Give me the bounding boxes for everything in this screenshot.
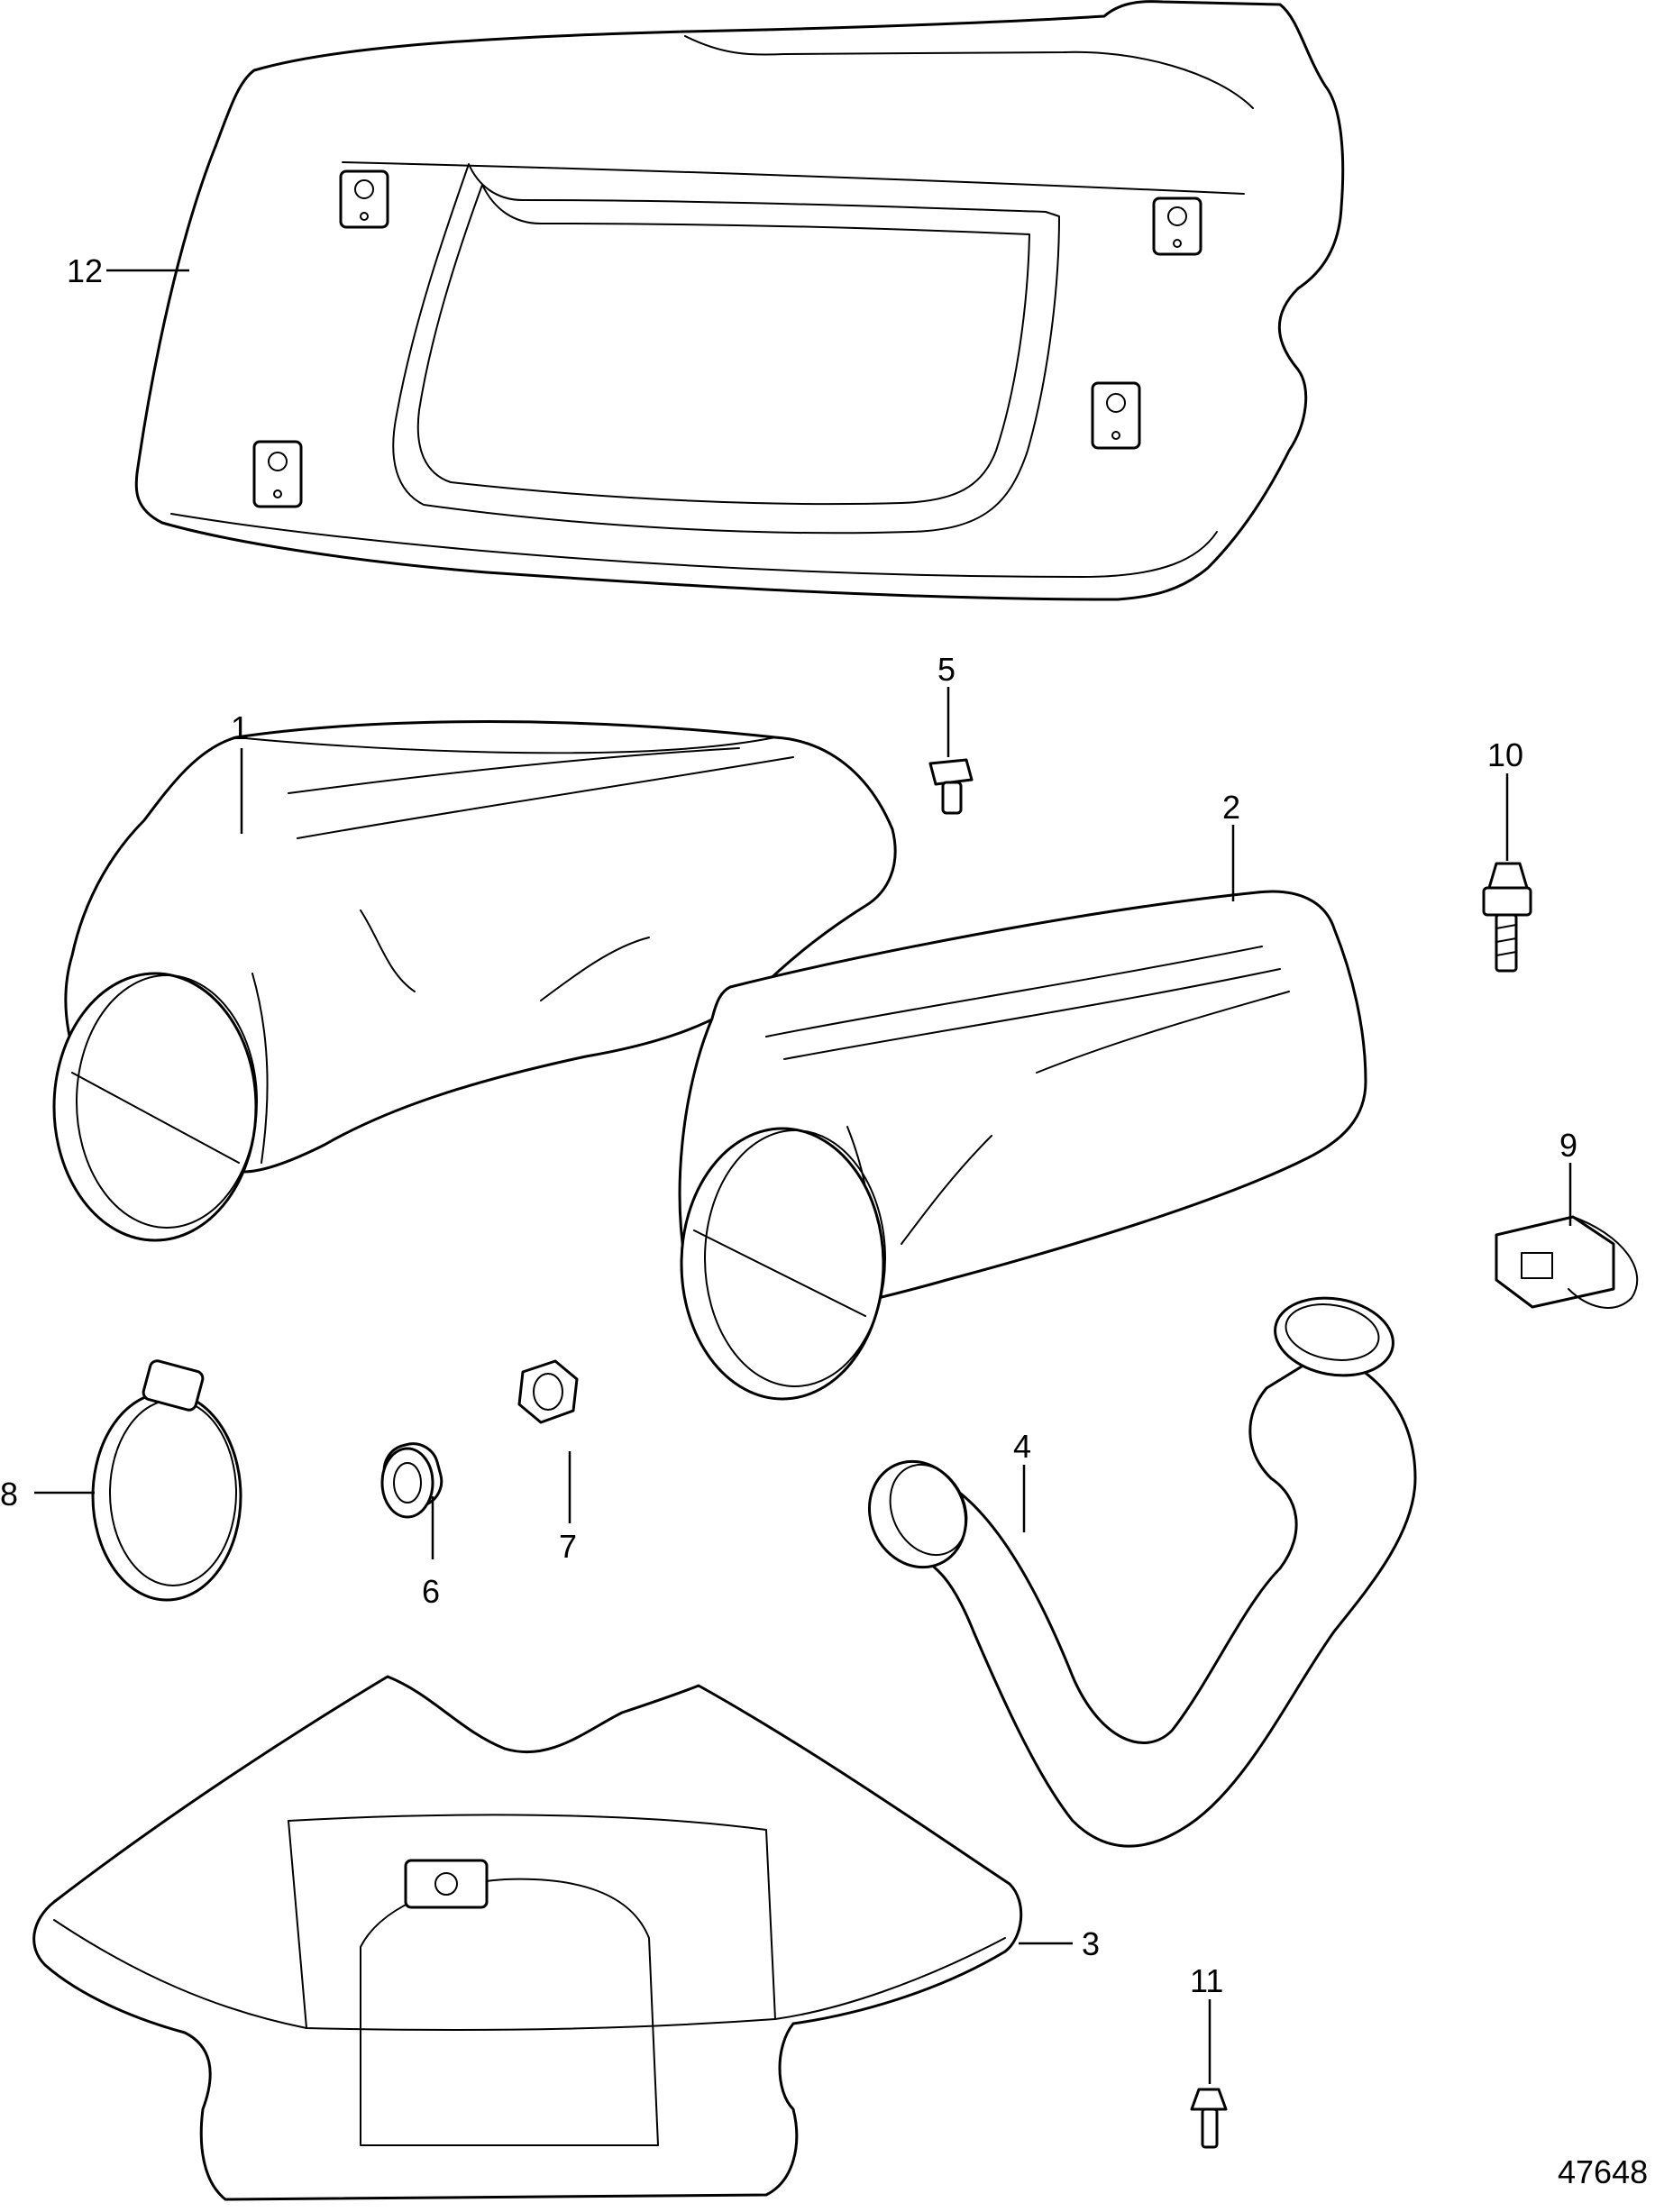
callout-5: 5 bbox=[937, 651, 956, 688]
part-9-clip bbox=[1495, 1215, 1639, 1309]
callout-9: 9 bbox=[1559, 1127, 1577, 1164]
part-2-right-air-box bbox=[678, 890, 1367, 1401]
figure-number: 47648 bbox=[1558, 2153, 1648, 2190]
cover-bracket-bottom-left bbox=[252, 440, 303, 508]
callout-12: 12 bbox=[67, 252, 103, 289]
cover-bracket-top-right bbox=[1152, 197, 1202, 256]
callout-labels: 12 1 5 10 2 9 8 6 7 4 3 11 47648 bbox=[0, 252, 1648, 2190]
callout-10: 10 bbox=[1487, 736, 1523, 773]
callout-1: 1 bbox=[231, 709, 249, 746]
part-6-fitting bbox=[380, 1442, 443, 1519]
callout-4: 4 bbox=[1013, 1428, 1031, 1465]
part-3-base-cover bbox=[32, 1675, 1023, 2201]
callout-2: 2 bbox=[1222, 789, 1240, 826]
part-4-hose bbox=[867, 1296, 1417, 1848]
right-air-box-end-cap bbox=[680, 1127, 886, 1401]
part-8-hose-clamp bbox=[91, 1359, 242, 1602]
callout-11: 11 bbox=[1190, 1962, 1223, 1999]
callout-3: 3 bbox=[1082, 1925, 1100, 1962]
part-12-top-cover bbox=[134, 0, 1345, 601]
callout-7: 7 bbox=[559, 1528, 577, 1565]
callout-8: 8 bbox=[0, 1476, 18, 1513]
part-10-stud bbox=[1482, 862, 1532, 973]
base-cover-bracket bbox=[404, 1859, 489, 1909]
leader-lines bbox=[34, 269, 1572, 2084]
cover-bracket-top-left bbox=[339, 169, 389, 229]
part-11-stud bbox=[1190, 2088, 1228, 2149]
left-air-box-end-cap bbox=[52, 972, 258, 1242]
part-7-nut bbox=[517, 1359, 579, 1424]
part-1-left-air-box bbox=[52, 720, 897, 1242]
part-5-bolt bbox=[928, 758, 974, 815]
callout-6: 6 bbox=[422, 1573, 440, 1610]
cover-bracket-bottom-right bbox=[1091, 381, 1141, 450]
